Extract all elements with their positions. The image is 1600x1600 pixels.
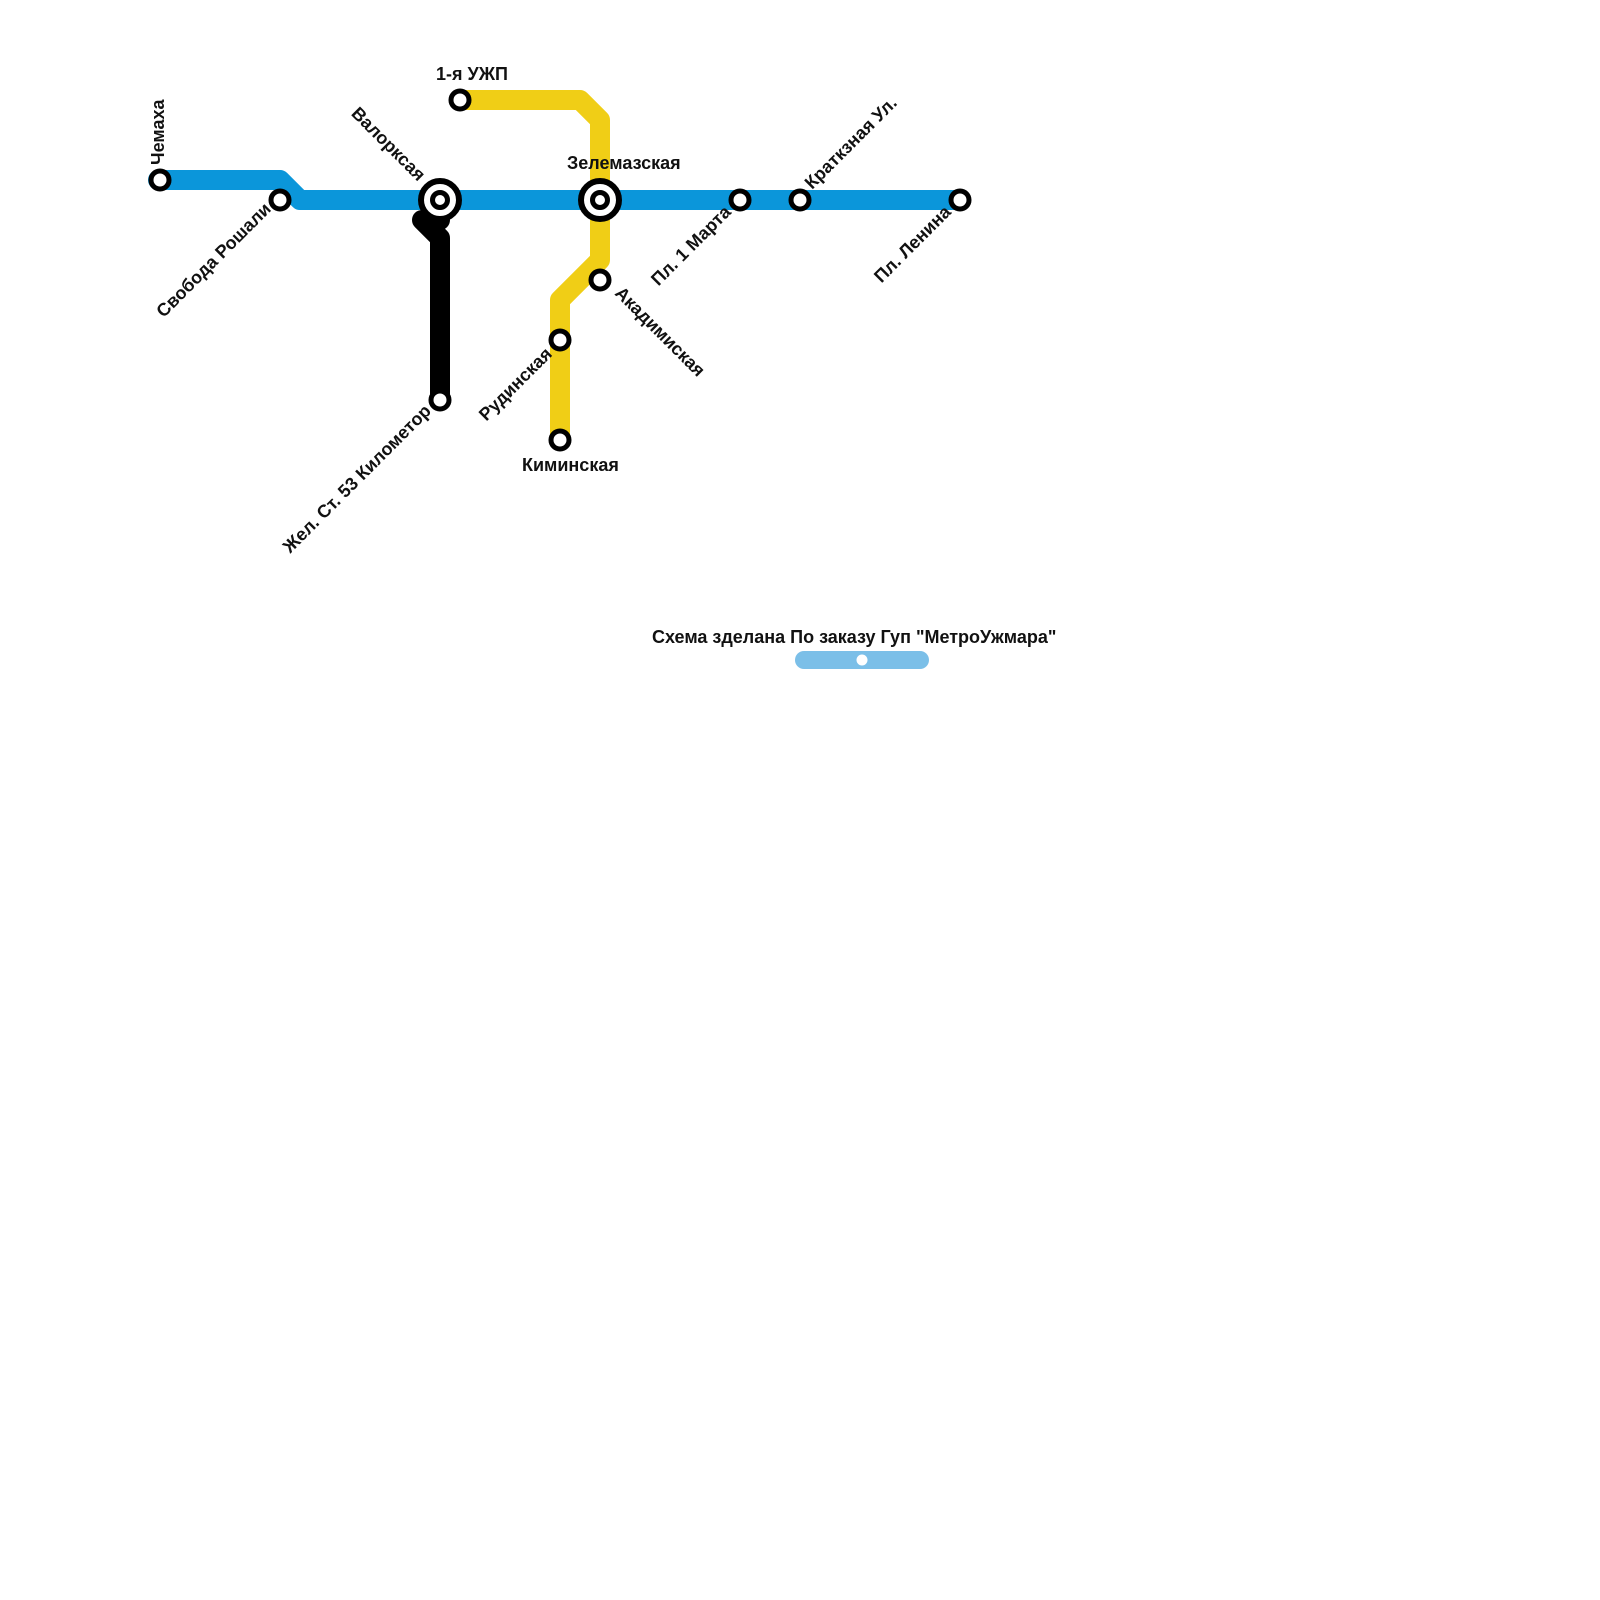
label-zhel-st-53: Жел. Ст. 53 Километор [278,401,435,558]
label-valorkskaya: Валорксая [347,103,429,185]
label-kratkznaya: Краткзная Ул. [801,93,901,193]
label-chemakha: Чемаха [148,98,168,165]
label-pl-lenina: Пл. Ленина [870,201,955,286]
station-pl-1-marta[interactable] [728,188,752,212]
station-kratkznaya[interactable] [788,188,812,212]
label-rudinskaya: Рудинская [475,344,556,425]
label-kiminskaya: Киминская [522,455,619,475]
label-zelemazskaya: Зелемазская [567,153,681,173]
station-rudinskaya[interactable] [548,328,572,352]
station-pl-lenina[interactable] [948,188,972,212]
label-svoboda-roshali: Свобода Рошали [152,199,274,321]
station-valorkskaya-interchange[interactable] [418,178,462,222]
label-akadimiskaya: Акадимиская [611,283,709,381]
black-line [412,210,450,410]
station-zhel-st-53[interactable] [428,388,452,412]
station-akadimiskaya[interactable] [588,268,612,292]
station-kiminskaya[interactable] [548,428,572,452]
station-zelemazskaya-interchange[interactable] [578,178,622,222]
station-svoboda-roshali[interactable] [268,188,292,212]
credit-text: Схема зделана По заказу Гуп "МетроУжмара… [652,627,1056,647]
label-1-ujp: 1-я УЖП [436,64,508,84]
label-pl-1-marta: Пл. 1 Марта [647,201,736,290]
yellow-line [452,90,610,450]
blue-line [148,170,970,210]
station-chemakha[interactable] [148,168,172,192]
credit-station-dot [856,654,868,666]
station-1-ujp[interactable] [448,88,472,112]
